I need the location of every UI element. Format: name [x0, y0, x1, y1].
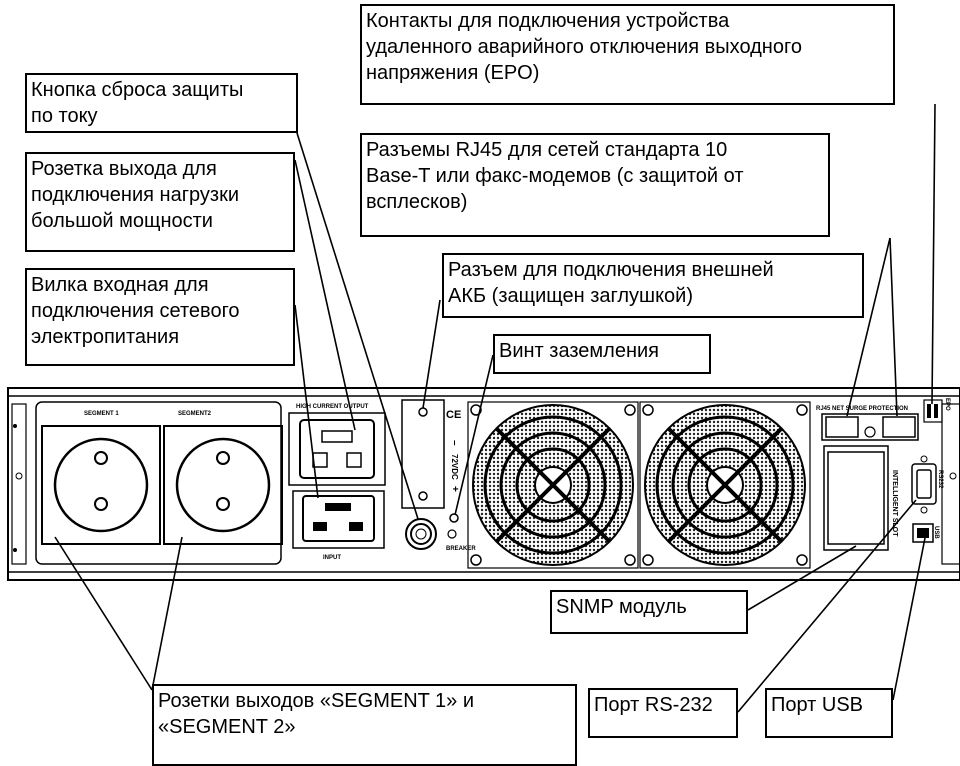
leader-rs232: [737, 499, 917, 713]
reset-breaker: [405, 518, 437, 550]
leader-rj45-a: [846, 237, 891, 417]
plus-label: +: [449, 486, 460, 492]
leader-segment2: [151, 536, 183, 691]
leader-ground: [454, 354, 494, 516]
rs232-port: RS232: [911, 455, 943, 514]
callout-segments: Розетки выходов «SEGMENT 1» и «SEGMENT 2…: [152, 684, 577, 766]
segment1-socket: [53, 437, 149, 533]
rs232-label: RS232: [937, 470, 943, 489]
callout-battery: Разъем для подключения внешней АКБ (защи…: [442, 253, 864, 318]
input-label: INPUT: [323, 555, 341, 561]
high-current-label: HIGH CURRENT OUTPUT: [296, 404, 369, 410]
leader-epo: [931, 103, 936, 405]
callout-rs232: Порт RS-232: [588, 688, 738, 738]
external-battery-connector: [401, 399, 445, 509]
leader-snmp: [747, 545, 857, 611]
callout-rj45: Разъемы RJ45 для сетей стандарта 10 Base…: [360, 133, 830, 237]
usb-label: USB: [933, 526, 939, 539]
fan-left: [467, 401, 639, 569]
intelligent-slot-label: INTELLIGENT SLOT: [891, 470, 898, 537]
segment1-label: SEGMENT 1: [84, 411, 119, 417]
leader-battery: [422, 299, 441, 409]
epo-label: EPO: [944, 398, 950, 411]
leader-hc-output: [294, 159, 356, 431]
input-inlet: INPUT: [292, 490, 385, 561]
segment-outlets: SEGMENT 1 SEGMENT2: [35, 401, 283, 565]
high-current-output: HIGH CURRENT OUTPUT: [288, 404, 386, 486]
ce-mark: CE: [446, 409, 461, 421]
callout-epo: Контакты для подключения устройства удал…: [360, 4, 895, 105]
rj45-ports: RJ45 NET SURGE PROTECTION: [816, 406, 919, 441]
leader-reset: [296, 132, 419, 520]
callout-snmp: SNMP модуль: [550, 590, 748, 634]
rj45-label: RJ45 NET SURGE PROTECTION: [816, 406, 908, 412]
callout-input: Вилка входная для подключения сетевого э…: [25, 268, 295, 366]
minus-label: –: [449, 440, 460, 446]
segment2-socket: [175, 437, 271, 533]
callout-ground: Винт заземления: [493, 334, 711, 374]
leader-lines: [54, 103, 936, 713]
leader-usb: [892, 537, 926, 701]
intelligent-slot: INTELLIGENT SLOT: [823, 445, 898, 551]
callout-reset: Кнопка сброса защиты по току: [25, 73, 298, 133]
breaker-label: BREAKER: [446, 546, 476, 552]
leader-input: [294, 304, 319, 499]
usb-port: USB: [912, 523, 939, 543]
fan-right: [639, 401, 811, 569]
leader-rj45-b: [889, 237, 898, 417]
callout-usb: Порт USB: [765, 688, 893, 738]
callout-hc-output: Розетка выхода для подключения нагрузки …: [25, 152, 295, 252]
voltage-label: 72VDC: [450, 454, 459, 480]
ground-screw: BREAKER: [446, 513, 476, 552]
leader-segment1: [54, 536, 153, 691]
epo-contacts: EPO: [923, 398, 950, 423]
segment2-label: SEGMENT2: [178, 411, 212, 417]
